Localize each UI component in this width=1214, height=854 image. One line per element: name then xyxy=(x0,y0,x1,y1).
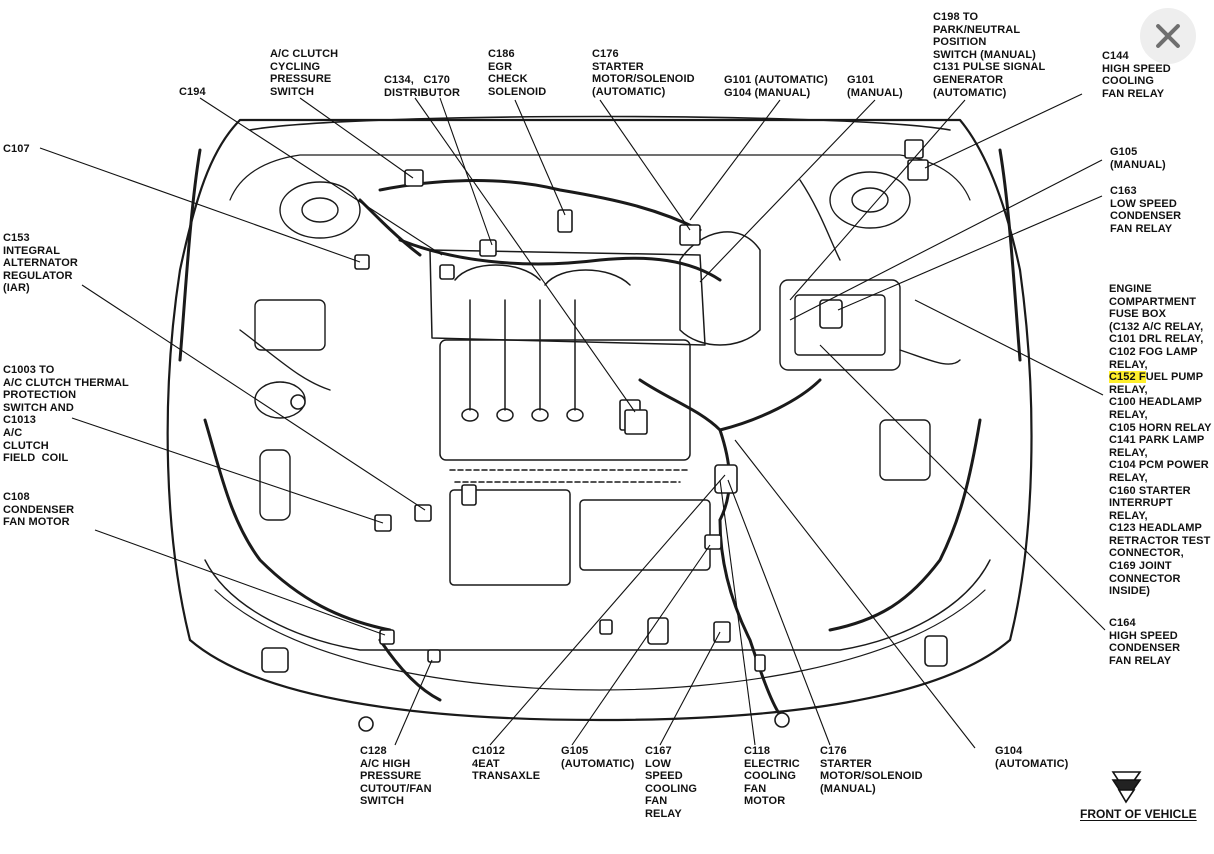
connectors xyxy=(261,139,948,732)
label-ac-clutch-cycling-pressure-switch: A/C CLUTCH CYCLING PRESSURE SWITCH xyxy=(270,48,339,98)
highlighted-text: C152 F xyxy=(1109,371,1146,384)
label-c153-integral-alternator-regulator: C153 INTEGRAL ALTERNATOR REGULATOR (IAR) xyxy=(3,232,78,295)
right-components xyxy=(779,148,1022,632)
center-wiring-harness xyxy=(378,179,822,717)
label-g105-manual: G105 (MANUAL) xyxy=(1110,146,1166,171)
label-c176-starter-manual: C176 STARTER MOTOR/SOLENOID (MANUAL) xyxy=(820,745,923,795)
engine-fuse-box-callout: ENGINE COMPARTMENT FUSE BOX (C132 A/C RE… xyxy=(1109,283,1212,598)
label-fuse-box-header: ENGINE COMPARTMENT FUSE BOX (C132 A/C RE… xyxy=(1109,283,1204,371)
label-g105-automatic: G105 (AUTOMATIC) xyxy=(561,745,635,770)
label-c108-condenser-fan-motor: C108 CONDENSER FAN MOTOR xyxy=(3,491,75,529)
front-of-vehicle-arrow-icon xyxy=(1111,771,1142,804)
label-c186-egr-check-solenoid: C186 EGR CHECK SOLENOID xyxy=(488,48,547,98)
label-c128-ac-high-pressure-switch: C128 A/C HIGH PRESSURE CUTOUT/FAN SWITCH xyxy=(360,745,432,808)
label-g101-automatic: G101 (AUTOMATIC) G104 (MANUAL) xyxy=(724,74,828,99)
label-fuse-box-c152-rest: UEL PUMP xyxy=(1145,371,1204,384)
label-c1003-ac-clutch: C1003 TO A/C CLUTCH THERMAL PROTECTION S… xyxy=(3,364,129,465)
label-c107: C107 xyxy=(3,143,30,155)
vehicle-body-outline xyxy=(166,115,1033,722)
leader-lines xyxy=(39,93,1106,749)
engine-block xyxy=(429,231,761,586)
front-of-vehicle-label: FRONT OF VEHICLE xyxy=(1080,807,1197,821)
label-c164-high-speed-condenser-fan-relay: C164 HIGH SPEED CONDENSER FAN RELAY xyxy=(1109,617,1181,667)
label-c118-electric-cooling-fan-motor: C118 ELECTRIC COOLING FAN MOTOR xyxy=(744,745,800,808)
label-c163-low-speed-condenser-fan-relay: C163 LOW SPEED CONDENSER FAN RELAY xyxy=(1110,185,1182,235)
close-button[interactable] xyxy=(1140,8,1196,64)
label-fuse-box-c152: C152 FUEL PUMP xyxy=(1109,371,1212,384)
label-c144-high-speed-cooling-fan-relay: C144 HIGH SPEED COOLING FAN RELAY xyxy=(1102,50,1171,100)
label-c1012-4eat-transaxle: C1012 4EAT TRANSAXLE xyxy=(472,745,541,783)
label-g101-manual: G101 (MANUAL) xyxy=(847,74,903,99)
label-g104-automatic: G104 (AUTOMATIC) xyxy=(995,745,1069,770)
label-c167-low-speed-cooling-fan-relay: C167 LOW SPEED COOLING FAN RELAY xyxy=(645,745,698,820)
label-c176-starter-automatic: C176 STARTER MOTOR/SOLENOID (AUTOMATIC) xyxy=(592,48,695,98)
label-fuse-box-list: RELAY, C100 HEADLAMP RELAY, C105 HORN RE… xyxy=(1109,383,1212,598)
label-c134-c170-distributor: C134, C170 DISTRIBUTOR xyxy=(384,74,461,99)
left-components xyxy=(178,148,422,632)
label-c198-c131: C198 TO PARK/NEUTRAL POSITION SWITCH (MA… xyxy=(933,11,1046,99)
label-c194: C194 xyxy=(179,86,206,98)
